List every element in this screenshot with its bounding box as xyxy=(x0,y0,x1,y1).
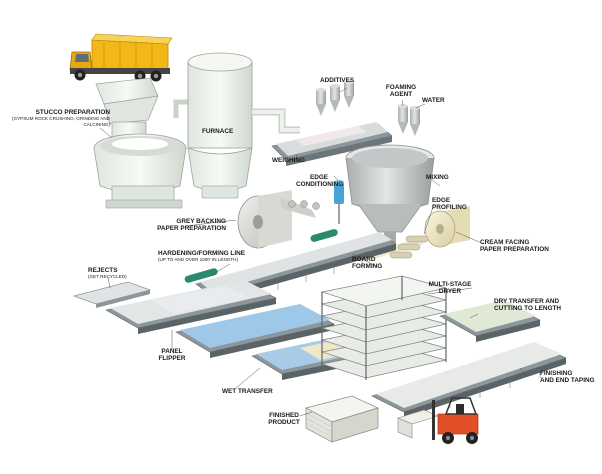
multi-stage-dryer xyxy=(320,275,447,380)
label-weighing: WEIGHING xyxy=(272,157,306,164)
edge-profiling-rollers xyxy=(389,235,429,259)
panel-flipper-conveyor xyxy=(105,280,277,334)
additive-hoppers xyxy=(316,80,420,136)
leader-lines xyxy=(99,87,527,417)
forklift-icon xyxy=(397,397,479,444)
finishing-conveyor xyxy=(371,342,567,418)
stucco-preparation-equipment xyxy=(93,77,200,209)
finished-product-stack xyxy=(305,395,379,443)
edge-conditioning-unit xyxy=(334,180,344,224)
dump-truck-icon xyxy=(69,33,173,82)
label-rejects: REJECTS (GET RECYCLED) xyxy=(88,267,127,280)
furnace-equipment xyxy=(187,52,300,199)
dry-transfer-conveyor xyxy=(439,300,541,342)
label-furnace: FURNACE xyxy=(202,128,234,135)
mixer-equipment xyxy=(345,144,435,244)
rejects-table xyxy=(72,281,152,308)
label-wet-transfer: WET TRANSFER xyxy=(222,388,273,395)
label-additives: ADDITIVES xyxy=(320,77,355,84)
label-stucco-preparation: STUCCO PREPARATION (GYPSUM ROCK CRUSHING… xyxy=(11,109,110,127)
label-hardening-forming-line: HARDENING/FORMING LINE (UP TO AND OVER 1… xyxy=(158,250,245,263)
label-water: WATER xyxy=(422,97,445,104)
label-mixing: MIXING xyxy=(426,174,449,181)
weighing-conveyor xyxy=(271,122,393,166)
grey-backing-paper-rolls xyxy=(237,190,320,249)
